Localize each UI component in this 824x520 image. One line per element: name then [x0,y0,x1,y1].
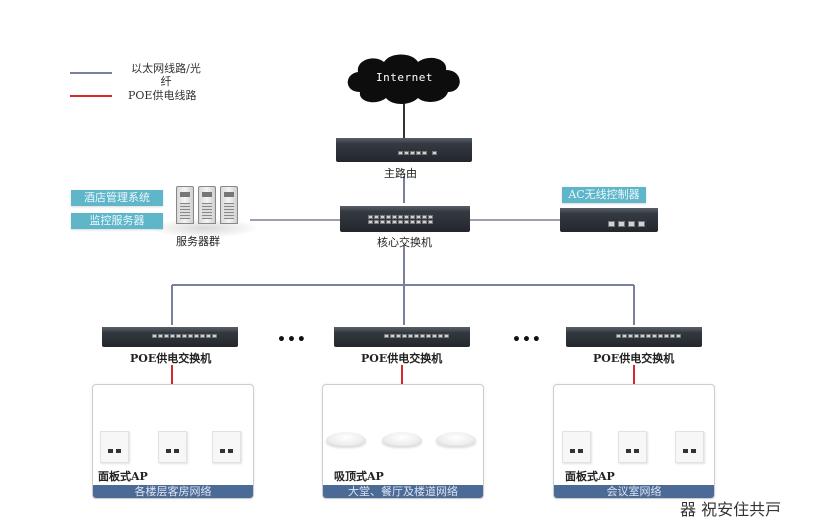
panel-ap-icon[interactable] [212,431,241,463]
zone-lobby-restaurant-title: 大堂、餐厅及楼道网络 [323,485,483,498]
poe-switch-1-label: POE供电交换机 [130,352,212,365]
ellipsis-right: ••• [512,332,542,348]
ac-controller-ports [608,221,645,227]
panel-ap-icon[interactable] [158,431,187,463]
zone-2-ap-type: 吸顶式AP [334,470,384,483]
internet-label: Internet [376,71,433,84]
zone-guest-rooms-title: 各楼层客房网络 [93,485,253,498]
poe-switch-2[interactable] [334,327,470,347]
ceiling-ap-icon[interactable] [382,432,422,446]
zone-3-ap-type: 面板式AP [565,470,615,483]
router-ports [398,151,437,155]
poe-switch-3[interactable] [566,327,702,347]
main-router-label: 主路由 [384,167,417,180]
legend-ethernet-label: 以太网线路/光 纤 [131,62,201,88]
core-switch-ports [368,215,438,224]
core-switch-label: 核心交换机 [377,236,432,249]
legend-poe-label: POE供电线路 [128,89,197,102]
server-icon [176,186,194,224]
panel-ap-icon[interactable] [562,431,591,463]
server-group-label: 服务器群 [176,235,220,248]
panel-ap-icon[interactable] [618,431,647,463]
hotel-management-tag[interactable]: 酒店管理系统 [71,190,163,206]
ac-controller-tag[interactable]: AC无线控制器 [562,187,646,203]
poe-switch-1[interactable] [102,327,238,347]
panel-ap-icon[interactable] [100,431,129,463]
ac-controller[interactable] [560,208,658,232]
server-icon [220,186,238,224]
internet-cloud-icon [347,54,460,104]
monitoring-server-tag[interactable]: 监控服务器 [71,213,163,229]
ceiling-ap-icon[interactable] [436,432,476,446]
watermark: 器 祝安住共戸 [680,500,782,519]
core-switch[interactable] [340,206,470,232]
panel-ap-icon[interactable] [675,431,704,463]
poe-switch-2-label: POE供电交换机 [361,352,443,365]
server-icon [198,186,216,224]
poe-switch-3-label: POE供电交换机 [593,352,675,365]
main-router[interactable] [336,138,472,162]
zone-meeting-rooms-title: 会议室网络 [554,485,714,498]
ellipsis-left: ••• [277,332,307,348]
ceiling-ap-icon[interactable] [326,432,366,446]
zone-1-ap-type: 面板式AP [98,470,148,483]
